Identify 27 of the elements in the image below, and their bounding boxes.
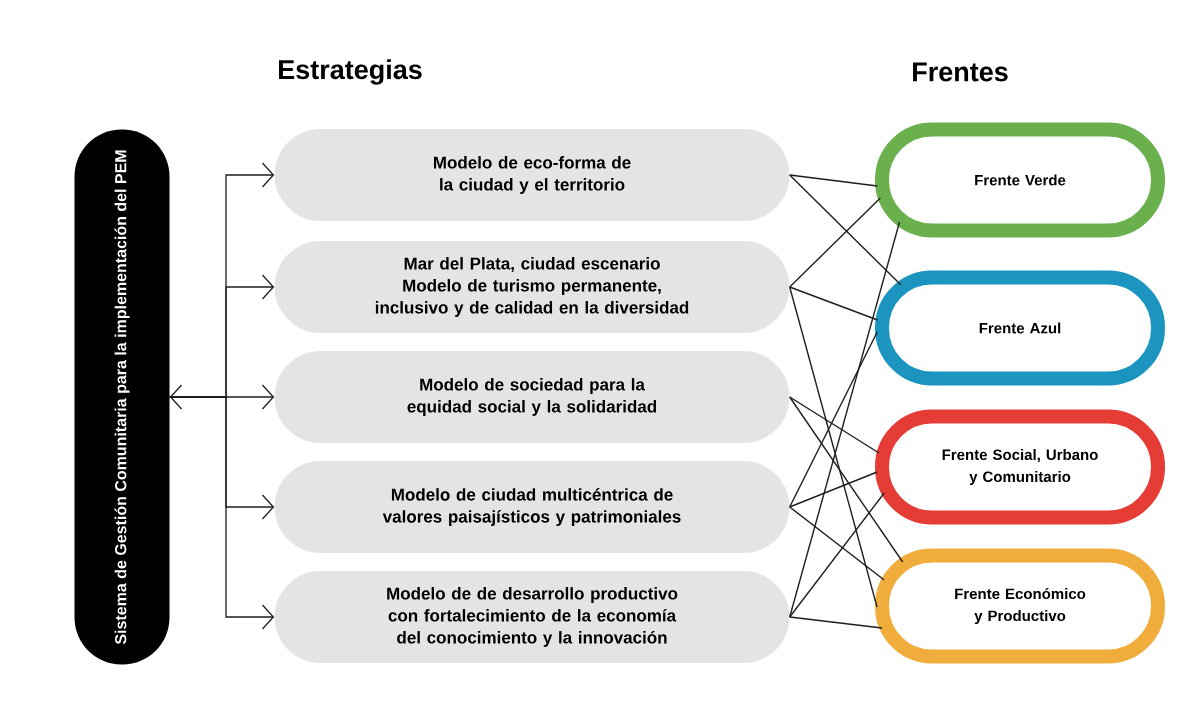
connector-line bbox=[789, 506, 885, 581]
column-heading: Estrategias bbox=[279, 59, 422, 85]
connector-line bbox=[789, 616, 883, 629]
column-heading: Frentes bbox=[913, 62, 1008, 82]
strategy-pill: Modelo de de desarrollo productivo con fortalecimiento de la economía del conocimiento y la innovación bbox=[274, 571, 790, 663]
connector-line bbox=[789, 197, 881, 288]
connector-line bbox=[789, 174, 902, 286]
connector-line bbox=[789, 331, 878, 508]
front-ring: Frente Económico y Productivo bbox=[875, 548, 1165, 664]
connector-line bbox=[789, 286, 879, 321]
connector-line bbox=[789, 221, 901, 618]
connector-line bbox=[789, 471, 878, 508]
connector-line bbox=[789, 492, 885, 618]
connector-line bbox=[169, 396, 275, 630]
strategy-pill: Mar del Plata, ciudad escenario Modelo de turismo permanente, inclusivo y de calidad en la diversidad bbox=[274, 241, 790, 333]
strategy-pill: Modelo de eco-forma de la ciudad y el territorio bbox=[274, 129, 790, 221]
connector-line bbox=[789, 286, 878, 608]
strategy-pill: Modelo de ciudad multicéntrica de valores paisajísticos y patrimoniales bbox=[274, 461, 790, 553]
connector-line bbox=[169, 384, 275, 410]
strategy-pill: Modelo de sociedad para la equidad social y la solidaridad bbox=[274, 351, 790, 443]
front-ring: Frente Social, Urbano y Comunitario bbox=[875, 409, 1165, 525]
connector-line bbox=[789, 174, 879, 187]
connector-line bbox=[789, 396, 880, 454]
front-ring: Frente Azul bbox=[875, 270, 1165, 386]
front-ring: Frente Verde bbox=[875, 122, 1165, 238]
connector-line bbox=[789, 396, 904, 563]
system-pill: Sistema de Gestión Comunitaria para la implementación del PEM bbox=[74, 129, 170, 665]
